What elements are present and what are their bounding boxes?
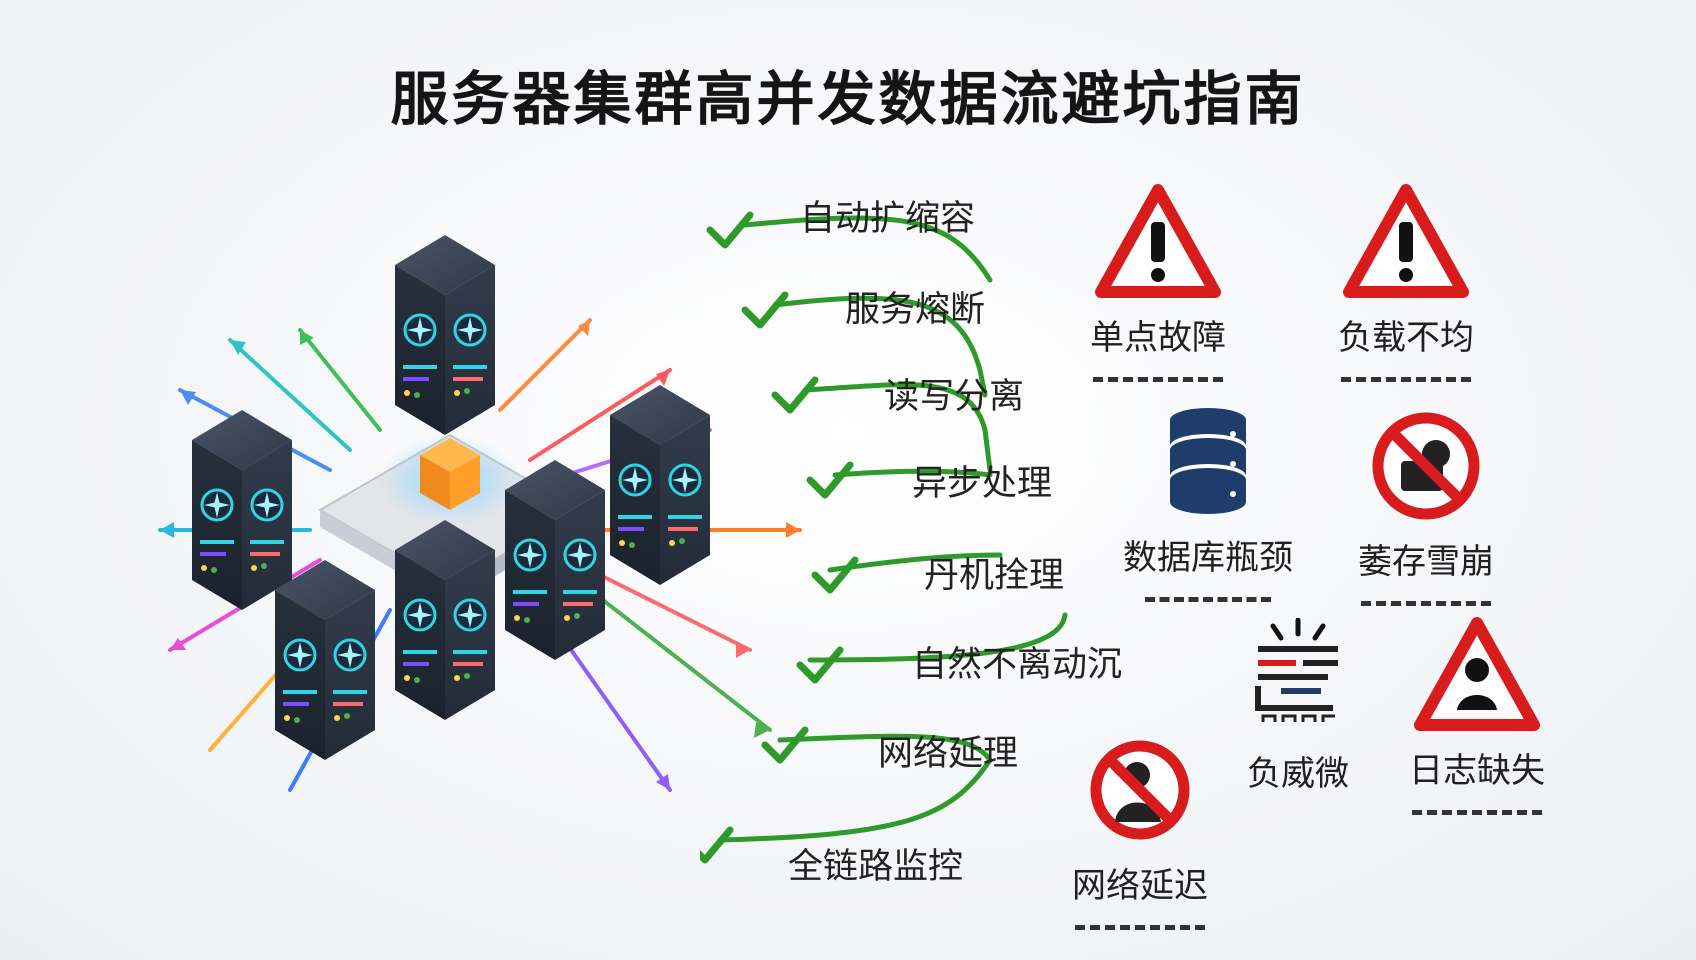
risk-card-single-point: 单点故障 xyxy=(1058,182,1258,382)
check-icon xyxy=(806,461,854,499)
check-icon xyxy=(811,556,859,594)
risk-card-cache-avalanche: 萎存雪崩 xyxy=(1326,406,1526,606)
dashed-underline xyxy=(1075,925,1205,930)
check-icon xyxy=(796,646,844,684)
risk-label: 负载不均 xyxy=(1338,318,1474,358)
risk-card-alert: 负威微 xyxy=(1198,618,1398,795)
warning-person-icon xyxy=(1414,617,1540,731)
dashed-underline xyxy=(1341,377,1471,382)
server-cluster-svg xyxy=(158,233,802,792)
prohibited-icon xyxy=(1372,412,1480,520)
dashed-underline xyxy=(1361,601,1491,606)
risk-label: 负威微 xyxy=(1247,754,1349,794)
risk-card-network-latency: 网络延迟 xyxy=(1040,730,1240,930)
warning-triangle-icon xyxy=(1095,184,1221,298)
risk-label: 萎存雪崩 xyxy=(1358,542,1494,582)
check-icon xyxy=(771,376,819,414)
prohibited-icon xyxy=(1090,740,1190,840)
dashed-underline xyxy=(1093,377,1223,382)
practice-label: 自动扩缩容 xyxy=(800,199,976,239)
practice-label: 丹机拴理 xyxy=(924,556,1065,596)
risk-label: 网络延迟 xyxy=(1072,866,1208,906)
check-icon xyxy=(706,211,754,249)
page-title: 服务器集群高并发数据流避坑指南 xyxy=(390,65,1306,133)
risk-label: 数据库瓶颈 xyxy=(1123,538,1293,578)
dashed-underline xyxy=(1412,810,1542,815)
practice-label: 全链路监控 xyxy=(788,847,964,887)
practice-label: 自然不离动沉 xyxy=(912,645,1123,685)
risk-card-missing-logs: 日志缺失 xyxy=(1377,615,1577,815)
practice-flow-lines xyxy=(700,211,1068,864)
server-cluster-illustration xyxy=(150,230,830,910)
check-icon xyxy=(761,726,809,764)
risk-label: 单点故障 xyxy=(1090,318,1226,358)
alert-burst-icon xyxy=(1255,618,1338,722)
risk-label: 日志缺失 xyxy=(1409,751,1545,791)
practice-label: 读写分离 xyxy=(884,377,1025,417)
check-icon xyxy=(700,826,734,864)
dashed-underline xyxy=(1145,597,1271,602)
practice-label: 服务熔断 xyxy=(845,290,986,330)
risk-card-database: 数据库瓶颈 xyxy=(1108,402,1308,602)
database-icon xyxy=(1170,408,1246,514)
risk-card-load-imbalance: 负载不均 xyxy=(1306,182,1506,382)
practice-label: 网络延理 xyxy=(878,734,1019,774)
practice-label: 异步处理 xyxy=(912,464,1053,504)
check-icon xyxy=(741,291,789,329)
warning-triangle-icon xyxy=(1343,184,1469,298)
